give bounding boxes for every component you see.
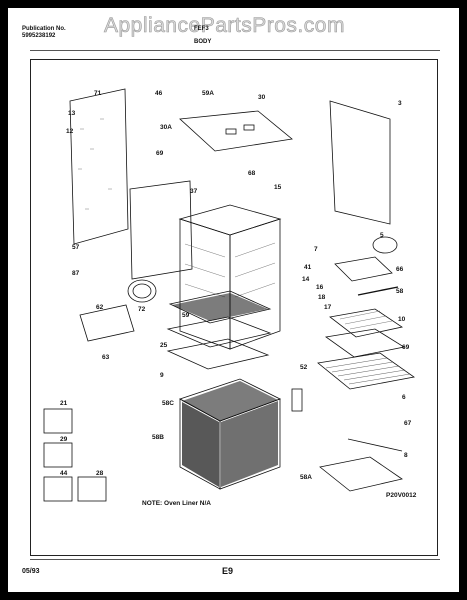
part-callout: 58C	[162, 400, 174, 407]
part-callout: 7	[314, 246, 318, 253]
part-callout: 30A	[160, 124, 172, 131]
part-callout: 21	[60, 400, 68, 407]
footer-page: E9	[222, 566, 234, 576]
part-callout: 69	[156, 150, 164, 157]
trim-ring	[372, 236, 398, 254]
part-callout: 17	[324, 304, 332, 311]
part-callout: 87	[72, 270, 80, 277]
part-callout: 9	[160, 372, 164, 379]
insulation-fill	[172, 293, 278, 487]
burner-coil	[127, 279, 157, 303]
part-callout: 66	[396, 266, 404, 273]
part-callout: 59A	[202, 90, 214, 97]
oven-liner-note: NOTE: Oven Liner N/A	[142, 500, 211, 507]
watermark: AppliancePartsPros.com	[104, 14, 345, 38]
part-box-44	[43, 476, 73, 502]
oven-body-rack-guides	[184, 242, 276, 298]
drip-pan	[334, 256, 393, 282]
part-callout: 13	[68, 110, 76, 117]
diagram-frame	[30, 59, 438, 556]
part-callout: 58	[396, 288, 404, 295]
part-callout: 14	[302, 276, 310, 283]
part-callout: 25	[160, 342, 168, 349]
part-box-28	[77, 476, 107, 502]
header-divider	[30, 50, 440, 51]
footer-divider	[30, 559, 440, 560]
parts-diagram-page: AppliancePartsPros.com Publication No. 5…	[8, 8, 459, 592]
part-callout: 44	[60, 470, 68, 477]
section-title: BODY	[194, 39, 212, 45]
part-callout: 10	[398, 316, 406, 323]
oven-rack-bars	[325, 357, 411, 385]
part-callout: 71	[94, 90, 102, 97]
part-callout: 37	[190, 188, 198, 195]
top-panel	[179, 110, 293, 152]
diagram-code: P20V0012	[386, 492, 417, 499]
side-panel	[329, 100, 391, 225]
publication-label: Publication No.	[22, 26, 66, 32]
broiler-insert-grid	[339, 310, 393, 330]
control-bracket	[129, 180, 193, 280]
part-callout: 52	[300, 364, 308, 371]
part-callout: 3	[398, 100, 402, 107]
broiler-pan	[324, 328, 406, 358]
part-callout: 59	[182, 312, 190, 319]
part-callout: 30	[258, 94, 266, 101]
part-callout: 8	[404, 452, 408, 459]
part-callout: 28	[96, 470, 104, 477]
part-callout: 16	[316, 284, 324, 291]
part-callout: 12	[66, 128, 74, 135]
part-callout: 58B	[152, 434, 164, 441]
insulation-top	[168, 290, 272, 324]
back-panel	[69, 88, 129, 245]
leveling-leg	[291, 388, 303, 412]
top-panel-slot	[243, 124, 255, 131]
model-number: FEF3	[194, 26, 209, 32]
part-callout: 46	[155, 90, 163, 97]
knob-bracket	[79, 304, 135, 342]
part-callout: 5	[380, 232, 384, 239]
part-callout: 62	[96, 304, 104, 311]
part-callout: 15	[274, 184, 282, 191]
part-callout: 69	[402, 344, 410, 351]
part-callout: 57	[72, 244, 80, 251]
burner-coil-inner	[132, 283, 152, 299]
bake-element-lead	[347, 438, 403, 452]
part-callout: 29	[60, 436, 68, 443]
part-callout: 41	[304, 264, 312, 271]
bottom-panel	[166, 338, 270, 370]
part-callout: 68	[248, 170, 256, 177]
part-callout: 58A	[300, 474, 312, 481]
oven-body-left	[179, 218, 231, 350]
part-box-21	[43, 408, 73, 434]
part-callout: 6	[402, 394, 406, 401]
broiler-pan-insert	[329, 308, 404, 338]
part-callout: 72	[138, 306, 146, 313]
part-callout: 63	[102, 354, 110, 361]
liner-panel	[166, 316, 272, 348]
broil-element	[357, 286, 399, 296]
footer-date: 05/93	[22, 568, 40, 575]
publication-number: 5995238192	[22, 33, 56, 39]
bake-element	[319, 456, 403, 492]
oven-rack	[317, 352, 416, 390]
part-box-29	[43, 442, 73, 468]
top-panel-slot	[225, 128, 237, 135]
oven-body-top	[178, 204, 282, 236]
back-panel-dots	[78, 118, 112, 210]
part-callout: 67	[404, 420, 412, 427]
part-callout: 18	[318, 294, 326, 301]
